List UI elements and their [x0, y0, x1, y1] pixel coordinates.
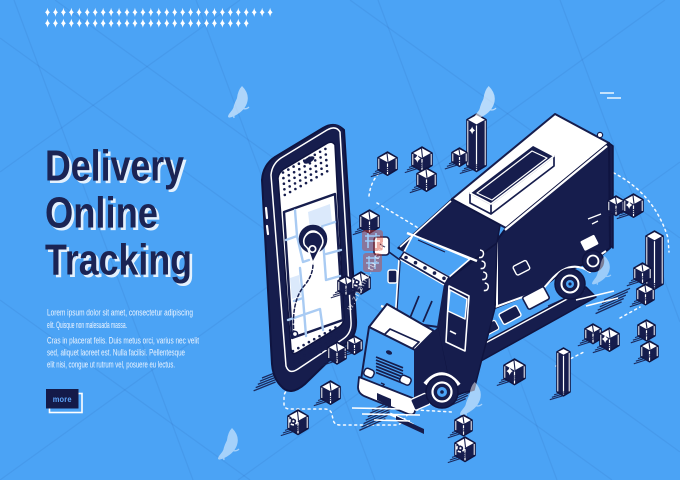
svg-text:Cras in placerat felis. Duis m: Cras in placerat felis. Duis metus orci,… [47, 336, 199, 346]
svg-text:sed, aliquet laoreet est. Null: sed, aliquet laoreet est. Nulla facilisi… [47, 348, 185, 358]
svg-text:Tracking: Tracking [45, 236, 192, 285]
svg-text:Delivery: Delivery [45, 142, 184, 191]
svg-text:more: more [53, 395, 72, 404]
svg-text:Online: Online [48, 191, 161, 240]
svg-text:Tracking: Tracking [48, 238, 195, 287]
svg-text:elit nisi, congue ut rutrum ve: elit nisi, congue ut rutrum vel, posuere… [47, 360, 175, 370]
svg-text:Lorem ipsum dolor sit amet, co: Lorem ipsum dolor sit amet, consectetur … [47, 308, 193, 318]
svg-text:Delivery: Delivery [48, 144, 187, 193]
svg-text:Online: Online [45, 189, 158, 238]
svg-text:elit. Quisque non malesuada ma: elit. Quisque non malesuada massa. [47, 320, 127, 330]
